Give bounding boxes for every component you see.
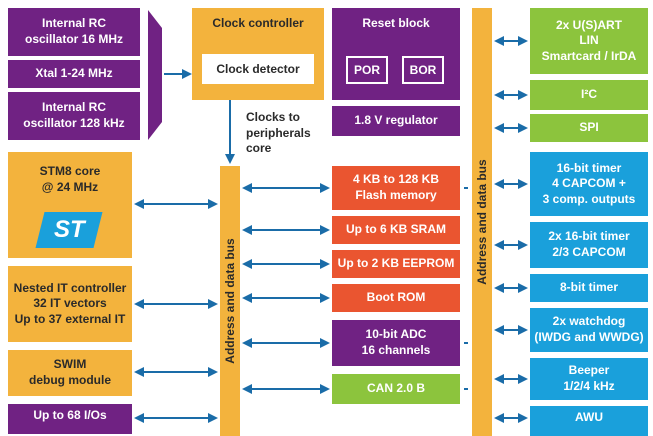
can-controller: CAN 2.0 B (332, 374, 460, 404)
adc: 10-bit ADC 16 channels (332, 320, 460, 366)
spi: SPI (530, 114, 648, 142)
reset-block-title: Reset block (362, 16, 430, 30)
reset-block: Reset block (332, 8, 460, 100)
boot-rom: Boot ROM (332, 284, 460, 312)
clock-controller-title: Clock controller (212, 16, 304, 30)
clocks-note: Clocks to peripherals core (246, 110, 311, 156)
bor-box: BOR (402, 56, 444, 84)
i2c: I²C (530, 80, 648, 110)
clock-detector: Clock detector (202, 54, 314, 84)
timer-8bit: 8-bit timer (530, 274, 648, 302)
sram: Up to 6 KB SRAM (332, 216, 460, 244)
rc-oscillator-128khz: Internal RC oscillator 128 kHz (8, 92, 140, 140)
swim-debug-module: SWIM debug module (8, 350, 132, 396)
flash-memory: 4 KB to 128 KB Flash memory (332, 166, 460, 210)
eeprom: Up to 2 KB EEPROM (332, 250, 460, 278)
xtal-oscillator: Xtal 1-24 MHz (8, 60, 140, 88)
beeper: Beeper 1/2/4 kHz (530, 358, 648, 400)
right-address-data-bus: Address and data bus (472, 8, 492, 436)
rc-oscillator-16mhz: Internal RC oscillator 16 MHz (8, 8, 140, 56)
stm8-core: STM8 core @ 24 MHz (8, 152, 132, 258)
voltage-regulator: 1.8 V regulator (332, 106, 460, 136)
left-address-data-bus: Address and data bus (220, 166, 240, 436)
connector-overlay (134, 10, 528, 423)
watchdog: 2x watchdog (IWDG and WWDG) (530, 308, 648, 352)
timer-16bit: 16-bit timer 4 CAPCOM + 3 comp. outputs (530, 152, 648, 216)
por-box: POR (346, 56, 388, 84)
nested-it-controller: Nested IT controller 32 IT vectors Up to… (8, 266, 132, 342)
usart: 2x U(S)ART LIN Smartcard / IrDA (530, 8, 648, 74)
clock-multiplexer (148, 10, 162, 140)
dual-timer-16bit: 2x 16-bit timer 2/3 CAPCOM (530, 222, 648, 268)
